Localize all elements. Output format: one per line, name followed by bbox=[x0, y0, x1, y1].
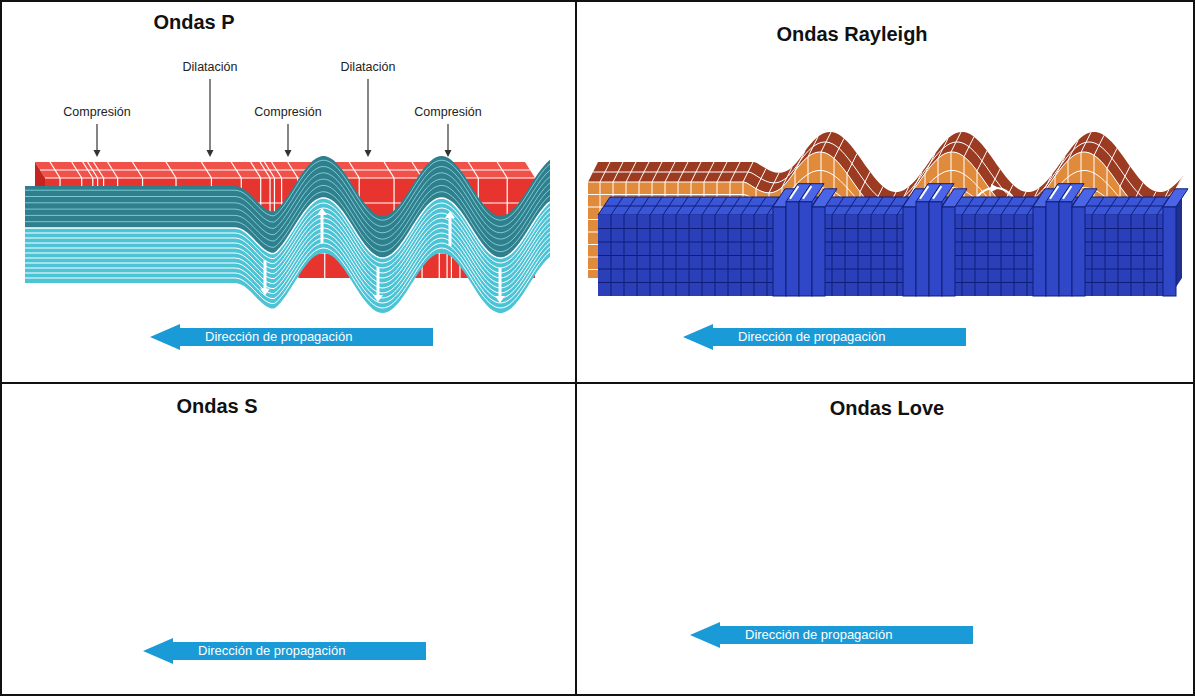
leader-line bbox=[447, 124, 448, 151]
highlight bbox=[790, 186, 798, 199]
displaced-column bbox=[773, 207, 786, 296]
displaced-column bbox=[812, 207, 825, 296]
displaced-top bbox=[1072, 189, 1097, 207]
panel-title: Ondas Rayleigh bbox=[776, 22, 927, 46]
displaced-column bbox=[929, 202, 942, 296]
motion-arrowhead bbox=[495, 296, 505, 303]
motion-arrow bbox=[499, 268, 502, 297]
panel-title: Ondas Love bbox=[830, 396, 944, 420]
displaced-column bbox=[1059, 202, 1072, 296]
leader-arrowhead bbox=[365, 150, 372, 157]
leader-arrowhead bbox=[445, 150, 452, 157]
orbit-arrowhead bbox=[991, 184, 999, 192]
layer-line bbox=[25, 167, 550, 227]
propagation-arrow: Dirección de propagación bbox=[683, 324, 966, 350]
layer-line bbox=[25, 173, 550, 233]
arrow-body bbox=[150, 324, 433, 350]
displaced-column bbox=[786, 202, 799, 296]
displaced-column bbox=[1072, 207, 1085, 296]
arrow-label: Dirección de propagación bbox=[198, 642, 345, 660]
propagation-arrow: Dirección de propagación bbox=[143, 638, 426, 664]
layer-line bbox=[25, 198, 550, 258]
layer-line bbox=[25, 160, 550, 220]
motion-arrowhead bbox=[260, 289, 270, 296]
displaced-top bbox=[812, 189, 837, 207]
panel-title: Ondas P bbox=[153, 10, 234, 34]
displaced-top bbox=[942, 189, 967, 207]
highlight bbox=[803, 186, 811, 199]
highlight bbox=[920, 186, 928, 199]
displaced-top bbox=[1163, 189, 1188, 207]
wave-panel: Ondas P Dirección de propagación bbox=[0, 0, 577, 384]
leader-line bbox=[209, 79, 210, 151]
leader-line bbox=[96, 124, 97, 151]
highlight bbox=[1063, 186, 1071, 199]
wave-panel: Ondas RayleighDirección de propagación bbox=[575, 0, 1195, 384]
displaced-column bbox=[916, 202, 929, 296]
displaced-column bbox=[1033, 207, 1046, 296]
leader-arrowhead bbox=[285, 150, 292, 157]
wave-phase-label: Dilatación bbox=[341, 60, 396, 75]
arrow-body bbox=[690, 622, 973, 648]
propagation-arrow: Dirección de propagación bbox=[690, 622, 973, 648]
displaced-column bbox=[1163, 207, 1176, 296]
panel-title: Ondas S bbox=[176, 394, 257, 418]
motion-arrowhead bbox=[317, 208, 327, 215]
layer-line bbox=[25, 248, 550, 308]
wave-panel: Ondas S Dirección de propagación bbox=[0, 382, 577, 696]
motion-arrow bbox=[377, 267, 380, 296]
highlight bbox=[933, 186, 941, 199]
motion-arrowhead bbox=[445, 211, 455, 218]
arrow-body bbox=[143, 638, 426, 664]
wave-phase-label: Compresión bbox=[63, 105, 130, 120]
displaced-column bbox=[799, 202, 812, 296]
leader-line bbox=[367, 79, 368, 151]
love-block-top bbox=[598, 197, 1182, 215]
arrow-body bbox=[683, 324, 966, 350]
displaced-column bbox=[1046, 202, 1059, 296]
displaced-column bbox=[942, 207, 955, 296]
motion-arrow bbox=[449, 217, 452, 246]
motion-arrowhead bbox=[373, 295, 383, 302]
wave-phase-label: Compresión bbox=[414, 105, 481, 120]
s-sheet-front bbox=[25, 198, 550, 313]
grid-line bbox=[604, 206, 1176, 207]
leader-line bbox=[287, 124, 288, 151]
motion-arrow bbox=[264, 260, 267, 289]
wave-phase-label: Compresión bbox=[254, 105, 321, 120]
arrow-label: Dirección de propagación bbox=[738, 328, 885, 346]
propagation-arrow: Dirección de propagación bbox=[150, 324, 433, 350]
leader-arrowhead bbox=[94, 150, 101, 157]
layer-line bbox=[25, 243, 550, 303]
arrow-label: Dirección de propagación bbox=[205, 328, 352, 346]
wave-panel: Ondas LoveDirección de propagación bbox=[575, 382, 1195, 696]
arrow-label: Dirección de propagación bbox=[745, 626, 892, 644]
motion-arrow bbox=[321, 214, 324, 243]
leader-arrowhead bbox=[207, 150, 214, 157]
displaced-column bbox=[903, 207, 916, 296]
highlight bbox=[1050, 186, 1058, 199]
wave-phase-label: Dilatación bbox=[183, 60, 238, 75]
